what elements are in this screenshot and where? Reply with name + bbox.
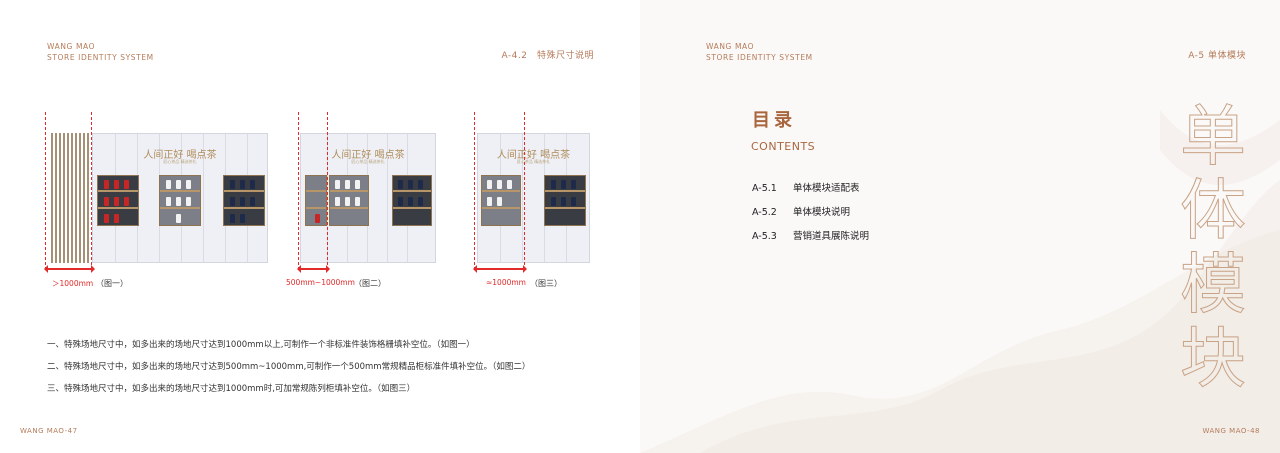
page-number: WANG MAO-48: [1202, 427, 1260, 435]
figure-caption: （图二）: [354, 279, 386, 288]
page-number: WANG MAO-47: [20, 427, 78, 435]
display-cabinet: 人间正好 喝点茶 匠心茶品 精选茶礼: [300, 133, 436, 263]
toc-item-code: A-5.1: [752, 183, 777, 194]
cabinet-sign: 人间正好 喝点茶: [143, 150, 217, 161]
section-heading: A-4.2 特殊尺寸说明: [501, 51, 594, 61]
toc-item-a-5-1[interactable]: A-5.1 单体模块适配表: [752, 180, 860, 194]
toc-item-label: 单体模块说明: [793, 207, 851, 218]
brand-name: WANG MAO: [47, 42, 96, 51]
figure-caption: （图三）: [530, 279, 562, 288]
note-item: 三、特殊场地尺寸中，如多出来的场地尺寸达到1000mm时,可加常规陈列柜填补空位…: [47, 384, 416, 394]
display-cabinet: 人间正好 喝点茶 匠心茶品 精选茶礼: [477, 133, 590, 263]
cabinet-sign-sub: 匠心茶品 精选茶礼: [163, 159, 197, 164]
cabinet-sign-sub: 匠心茶品 精选茶礼: [516, 159, 551, 164]
decorative-grille: [50, 133, 92, 263]
brand-block: WANG MAO STORE IDENTITY SYSTEM: [706, 41, 813, 63]
left-page: WANG MAO STORE IDENTITY SYSTEM A-4.2 特殊尺…: [20, 41, 594, 435]
guide-line-left: [45, 112, 46, 270]
section-heading: A-5 单体模块: [1188, 51, 1246, 61]
vertical-title-char: 模: [1180, 246, 1247, 323]
toc-title: 目录: [752, 110, 796, 131]
dimension-arrow: [473, 265, 527, 273]
toc-item-label: 营销道具展陈说明: [793, 231, 870, 242]
dimension-label: ≈1000mm: [486, 278, 526, 287]
guide-line-right: [91, 112, 92, 270]
note-item: 一、特殊场地尺寸中，如多出来的场地尺寸达到1000mm以上,可制作一个非标准件装…: [47, 340, 475, 350]
vertical-title-char: 单: [1180, 98, 1247, 175]
toc-item-a-5-2[interactable]: A-5.2 单体模块说明: [752, 204, 850, 218]
toc-subtitle: CONTENTS: [751, 140, 816, 153]
vertical-title: 单 体 模 块: [1178, 98, 1248, 397]
toc-item-code: A-5.3: [752, 231, 777, 242]
brand-name: WANG MAO: [706, 42, 755, 51]
decorative-waves: [640, 110, 1280, 453]
notes-list: 一、特殊场地尺寸中，如多出来的场地尺寸达到1000mm以上,可制作一个非标准件装…: [47, 338, 530, 404]
toc-item-label: 单体模块适配表: [793, 183, 860, 194]
dimension-arrow: [297, 265, 330, 273]
guide-line-right: [524, 112, 525, 270]
cabinet-sign: 人间正好 喝点茶: [331, 150, 405, 161]
cabinet-sign-sub: 匠心茶品 精选茶礼: [351, 159, 385, 164]
note-item: 二、特殊场地尺寸中，如多出来的场地尺寸达到500mm~1000mm,可制作一个5…: [47, 362, 531, 372]
vertical-title-char: 块: [1180, 320, 1247, 397]
vertical-title-char: 体: [1180, 172, 1247, 249]
brand-block: WANG MAO STORE IDENTITY SYSTEM: [47, 41, 154, 63]
toc-item-a-5-3[interactable]: A-5.3 营销道具展陈说明: [752, 228, 869, 242]
brand-subtitle: STORE IDENTITY SYSTEM: [706, 53, 813, 62]
dimension-arrow: [44, 265, 95, 273]
dimension-label: 500mm~1000mm: [286, 278, 355, 287]
cabinet-sign: 人间正好 喝点茶: [496, 150, 571, 161]
display-cabinet: 人间正好 喝点茶 匠心茶品 精选茶礼: [92, 133, 268, 263]
brand-subtitle: STORE IDENTITY SYSTEM: [47, 53, 154, 62]
figure-caption: （图一）: [96, 279, 128, 288]
guide-line-right: [327, 112, 328, 270]
guide-line-left: [298, 112, 299, 270]
guide-line-left: [474, 112, 475, 270]
dimension-label: ＞1000mm: [52, 279, 94, 288]
toc-item-code: A-5.2: [752, 207, 777, 218]
